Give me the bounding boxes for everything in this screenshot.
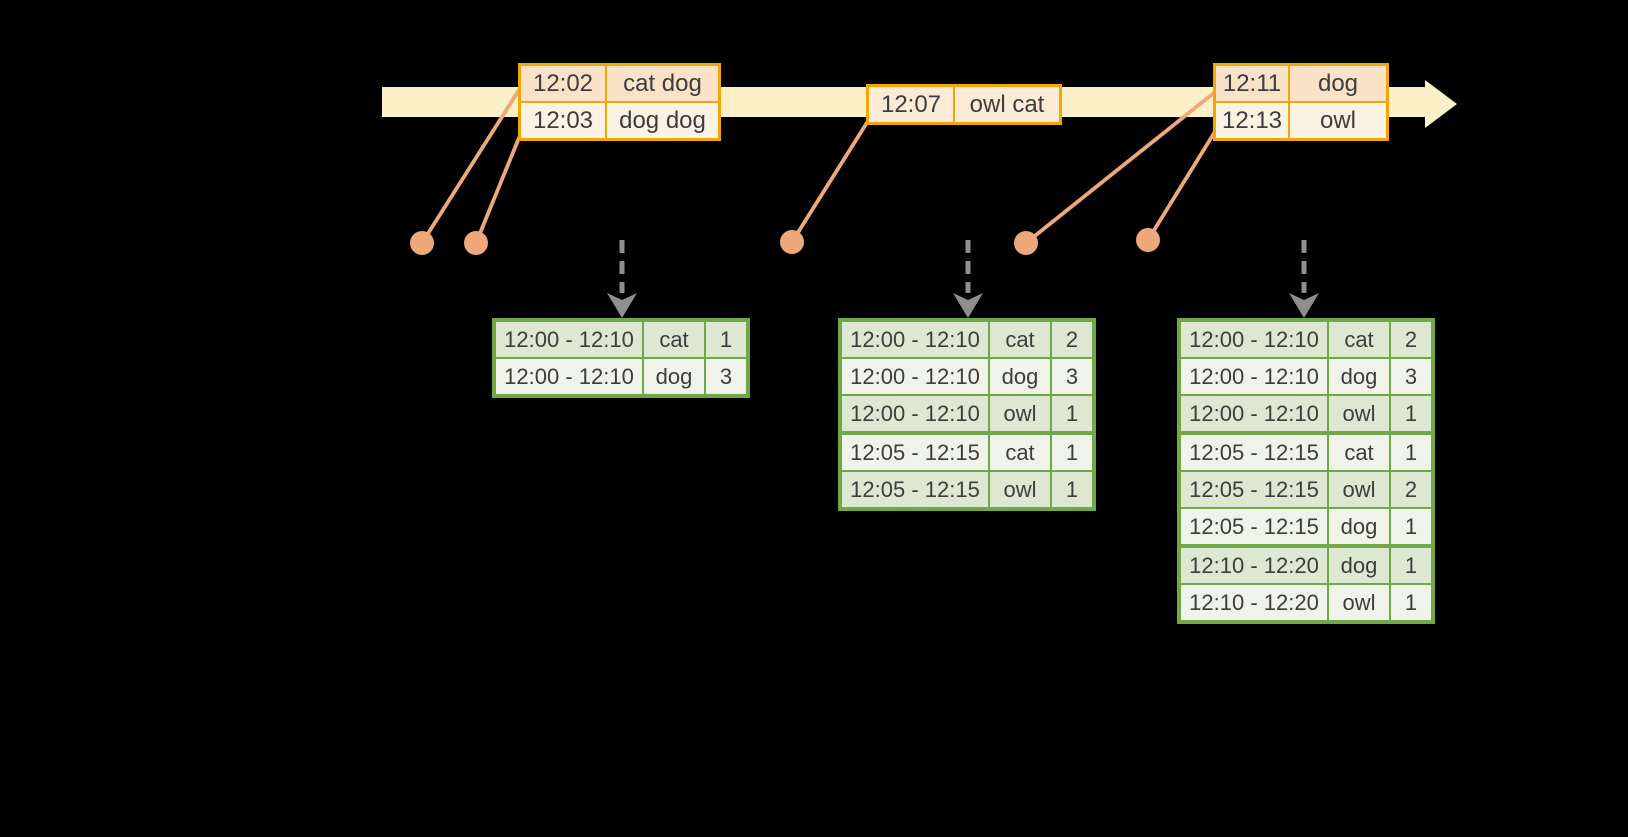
word: dog bbox=[1329, 509, 1389, 544]
count: 1 bbox=[1052, 435, 1092, 470]
count: 1 bbox=[1391, 548, 1431, 583]
window-range: 12:05 - 12:15 bbox=[1181, 472, 1327, 507]
count: 1 bbox=[1391, 396, 1431, 431]
event-words: cat dog bbox=[607, 66, 718, 101]
event-time: 12:11 bbox=[1216, 66, 1288, 101]
window-range: 12:10 - 12:20 bbox=[1181, 548, 1327, 583]
count: 2 bbox=[1391, 472, 1431, 507]
count: 1 bbox=[1052, 472, 1092, 507]
window-range: 12:00 - 12:10 bbox=[1181, 322, 1327, 357]
window-range: 12:05 - 12:15 bbox=[1181, 509, 1327, 544]
count: 1 bbox=[1391, 585, 1431, 620]
word: dog bbox=[990, 359, 1050, 394]
event-words: owl bbox=[1290, 103, 1386, 138]
event-dot-2 bbox=[464, 231, 488, 255]
count: 2 bbox=[1391, 322, 1431, 357]
event-time: 12:13 bbox=[1216, 103, 1288, 138]
window-range: 12:00 - 12:10 bbox=[842, 322, 988, 357]
window-range: 12:00 - 12:10 bbox=[842, 359, 988, 394]
word: owl bbox=[990, 396, 1050, 431]
word: dog bbox=[644, 359, 704, 394]
connector-line-3 bbox=[790, 119, 870, 244]
word: dog bbox=[1329, 548, 1389, 583]
connector-line-1 bbox=[420, 88, 521, 245]
count: 1 bbox=[1052, 396, 1092, 431]
event-dot-3 bbox=[780, 230, 804, 254]
event-time: 12:03 bbox=[521, 103, 605, 138]
count: 1 bbox=[1391, 509, 1431, 544]
word: cat bbox=[1329, 435, 1389, 470]
window-range: 12:10 - 12:20 bbox=[1181, 585, 1327, 620]
trigger-arrow-1 bbox=[607, 240, 637, 318]
event-words: dog dog bbox=[607, 103, 718, 138]
count: 2 bbox=[1052, 322, 1092, 357]
window-range: 12:00 - 12:10 bbox=[842, 396, 988, 431]
event-words: dog bbox=[1290, 66, 1386, 101]
event-time: 12:02 bbox=[521, 66, 605, 101]
word: cat bbox=[990, 435, 1050, 470]
word: cat bbox=[990, 322, 1050, 357]
connector-line-2 bbox=[474, 131, 523, 245]
word: owl bbox=[1329, 472, 1389, 507]
connector-line-4 bbox=[1024, 90, 1217, 245]
trigger-arrow-3 bbox=[1289, 240, 1319, 318]
window-range: 12:00 - 12:10 bbox=[496, 359, 642, 394]
window-range: 12:05 - 12:15 bbox=[842, 472, 988, 507]
window-range: 12:00 - 12:10 bbox=[496, 322, 642, 357]
event-words: owl cat bbox=[955, 87, 1059, 122]
count: 1 bbox=[1391, 435, 1431, 470]
window-range: 12:00 - 12:10 bbox=[1181, 359, 1327, 394]
window-range: 12:05 - 12:15 bbox=[1181, 435, 1327, 470]
count: 3 bbox=[1052, 359, 1092, 394]
word: owl bbox=[1329, 585, 1389, 620]
event-dot-1 bbox=[410, 231, 434, 255]
event-time: 12:07 bbox=[869, 87, 953, 122]
word: cat bbox=[644, 322, 704, 357]
window-range: 12:05 - 12:15 bbox=[842, 435, 988, 470]
word: owl bbox=[990, 472, 1050, 507]
count: 3 bbox=[706, 359, 746, 394]
trigger-arrow-2 bbox=[953, 240, 983, 318]
count: 3 bbox=[1391, 359, 1431, 394]
event-dot-5 bbox=[1136, 228, 1160, 252]
event-dot-4 bbox=[1014, 231, 1038, 255]
word: cat bbox=[1329, 322, 1389, 357]
count: 1 bbox=[706, 322, 746, 357]
word: dog bbox=[1329, 359, 1389, 394]
word: owl bbox=[1329, 396, 1389, 431]
connector-line-5 bbox=[1146, 128, 1218, 242]
window-range: 12:00 - 12:10 bbox=[1181, 396, 1327, 431]
